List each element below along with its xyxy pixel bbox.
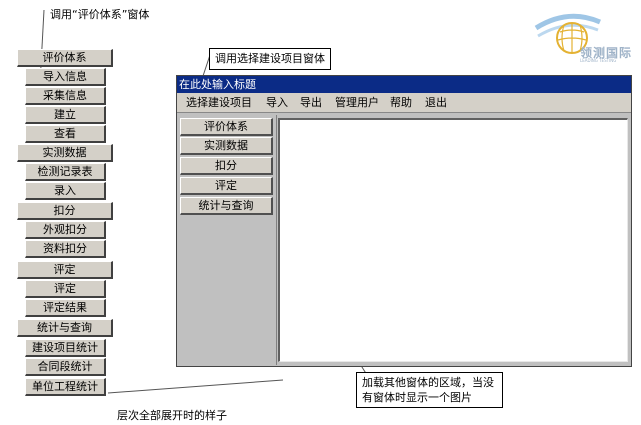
app-window: 在此处输入标题 选择建设项目 导入 导出 管理用户 帮助 退出 评价体系 实测数… xyxy=(176,75,632,367)
side-button-deduction[interactable]: 扣分 xyxy=(180,157,273,175)
tree-item-unit-project-stats[interactable]: 单位工程统计 xyxy=(25,378,106,396)
load-area-callout: 加载其他窗体的区域，当没有窗体时显示一个图片 xyxy=(356,372,503,408)
logo-subtext: LEADING TESTING xyxy=(580,58,617,63)
note-line-caption xyxy=(107,379,284,394)
logo-globe-icon xyxy=(534,13,602,54)
tree-item-project-stats[interactable]: 建设项目统计 xyxy=(25,339,106,357)
tree-item-appearance-deduction[interactable]: 外观扣分 xyxy=(25,221,106,239)
logo-text: 领测国际 xyxy=(580,46,633,60)
tree-group-measured-data[interactable]: 实测数据 xyxy=(17,144,113,162)
tree-item-document-deduction[interactable]: 资料扣分 xyxy=(25,240,106,258)
menu-exit[interactable]: 退出 xyxy=(425,96,447,109)
tree-item-assessment-result[interactable]: 评定结果 xyxy=(25,299,106,317)
tree-item-view[interactable]: 查看 xyxy=(25,125,106,143)
tree-group-evaluation-system[interactable]: 评价体系 xyxy=(17,49,113,67)
tree-group-deduction[interactable]: 扣分 xyxy=(17,202,113,220)
menu-help[interactable]: 帮助 xyxy=(390,96,412,109)
tree-item-inspection-record[interactable]: 检测记录表 xyxy=(25,163,106,181)
tree-item-assess[interactable]: 评定 xyxy=(25,280,106,298)
tree-item-contract-section-stats[interactable]: 合同段统计 xyxy=(25,358,106,376)
tree-item-import-info[interactable]: 导入信息 xyxy=(25,68,106,86)
tree-item-collect-info[interactable]: 采集信息 xyxy=(25,87,106,105)
bottom-caption: 层次全部展开时的样子 xyxy=(117,409,227,422)
tree-note: 调用“评价体系”窗体 xyxy=(50,8,150,21)
menu-select-project[interactable]: 选择建设项目 xyxy=(186,96,252,109)
window-title-bar: 在此处输入标题 xyxy=(177,76,631,93)
tree-group-statistics-query[interactable]: 统计与查询 xyxy=(17,319,113,337)
menu-export[interactable]: 导出 xyxy=(300,96,322,109)
side-button-statistics-query[interactable]: 统计与查询 xyxy=(180,197,273,215)
select-project-callout: 调用选择建设项目窗体 xyxy=(209,48,331,70)
tree-group-assessment[interactable]: 评定 xyxy=(17,261,113,279)
side-button-measured-data[interactable]: 实测数据 xyxy=(180,137,273,155)
menu-import[interactable]: 导入 xyxy=(266,96,288,109)
tree-item-create[interactable]: 建立 xyxy=(25,106,106,124)
menu-manage-users[interactable]: 管理用户 xyxy=(335,96,379,109)
tree-item-input[interactable]: 录入 xyxy=(25,182,106,200)
side-button-assessment[interactable]: 评定 xyxy=(180,177,273,195)
content-area xyxy=(278,118,628,362)
side-panel: 评价体系 实测数据 扣分 评定 统计与查询 xyxy=(178,115,277,365)
side-button-evaluation-system[interactable]: 评价体系 xyxy=(180,118,273,136)
menu-bar: 选择建设项目 导入 导出 管理用户 帮助 退出 xyxy=(177,93,631,113)
